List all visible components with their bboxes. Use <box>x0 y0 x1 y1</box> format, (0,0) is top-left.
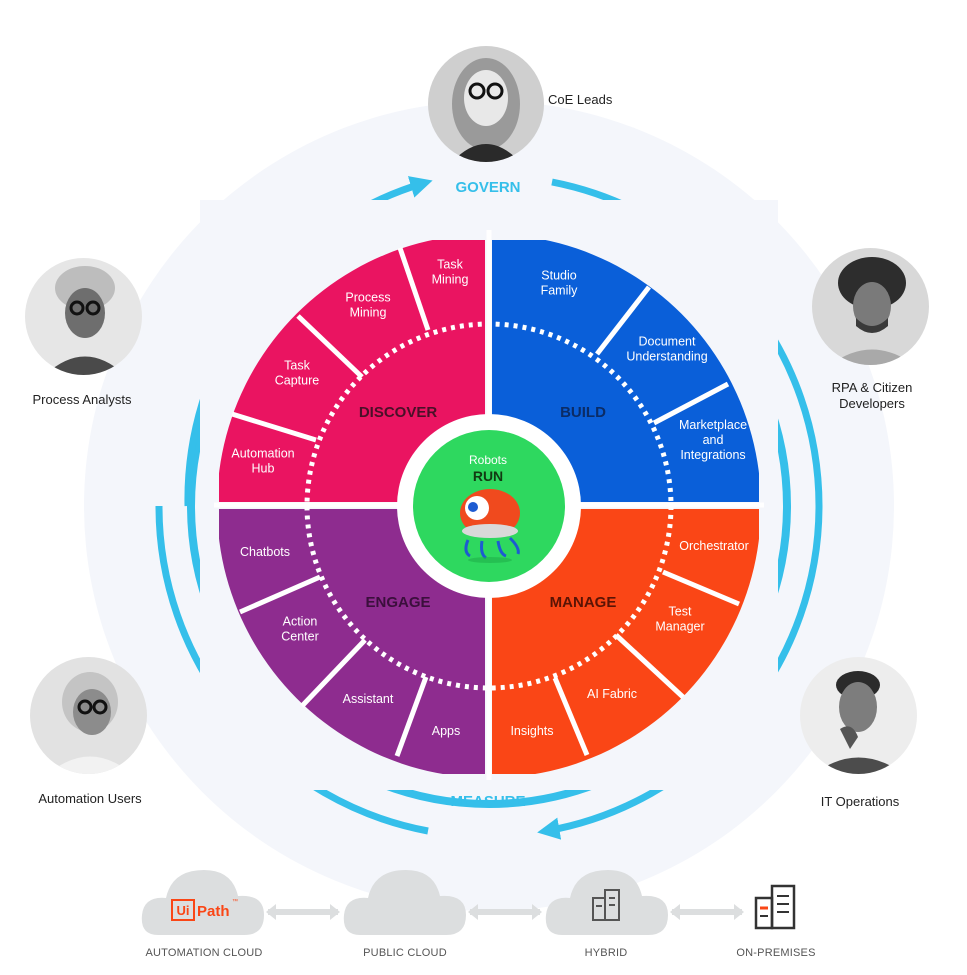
engage-segment-1-label[interactable]: Chatbots <box>240 545 290 559</box>
process-analysts-label: Process Analysts <box>32 392 132 407</box>
uipath-logo-box-text: Ui <box>177 903 190 918</box>
engage-title: ENGAGE <box>365 594 430 611</box>
manage-segment-4-label[interactable]: Insights <box>510 724 553 738</box>
coe-leads-avatar <box>428 46 544 162</box>
process-analysts-avatar <box>25 258 142 375</box>
govern-label: GOVERN <box>455 179 520 196</box>
disk-corner-mask <box>200 200 778 790</box>
it-operations-avatar <box>800 657 917 774</box>
on-premises-building-icon <box>754 884 796 930</box>
uipath-logo-text: Path <box>197 903 230 920</box>
hybrid-label: HYBRID <box>584 947 628 959</box>
manage-title: MANAGE <box>550 594 617 611</box>
hybrid-cloud-icon <box>545 870 668 935</box>
manage-segment-1-label[interactable]: Orchestrator <box>679 539 748 553</box>
automation-cloud-icon: Ui Path ™ <box>141 870 264 935</box>
developers-label: RPA & Citizen Developers <box>831 380 913 411</box>
manage-segment-3-label[interactable]: AI Fabric <box>587 687 637 701</box>
coe-leads-label: CoE Leads <box>548 92 613 107</box>
robots-label: Robots <box>469 453 507 467</box>
uipath-logo-tm: ™ <box>232 898 238 905</box>
discover-title: DISCOVER <box>359 404 438 421</box>
deployment-row: Ui Path ™ <box>141 870 796 935</box>
build-title: BUILD <box>560 404 606 421</box>
automation-users-label: Automation Users <box>38 791 142 806</box>
it-operations-label: IT Operations <box>820 794 900 809</box>
engage-segment-3-label[interactable]: Assistant <box>343 692 394 706</box>
on-premises-label: ON-PREMISES <box>736 947 816 959</box>
automation-users-avatar <box>30 657 147 774</box>
robot-mascot-icon <box>460 489 520 563</box>
measure-label: MEASURE <box>450 793 525 810</box>
engage-segment-4-label[interactable]: Apps <box>432 724 461 738</box>
run-label: RUN <box>473 468 503 484</box>
developers-avatar <box>812 248 929 365</box>
public-cloud-label: PUBLIC CLOUD <box>363 947 447 959</box>
dotted-ring <box>304 321 674 691</box>
automation-cloud-label: AUTOMATION CLOUD <box>145 947 263 959</box>
public-cloud-icon <box>343 870 466 935</box>
